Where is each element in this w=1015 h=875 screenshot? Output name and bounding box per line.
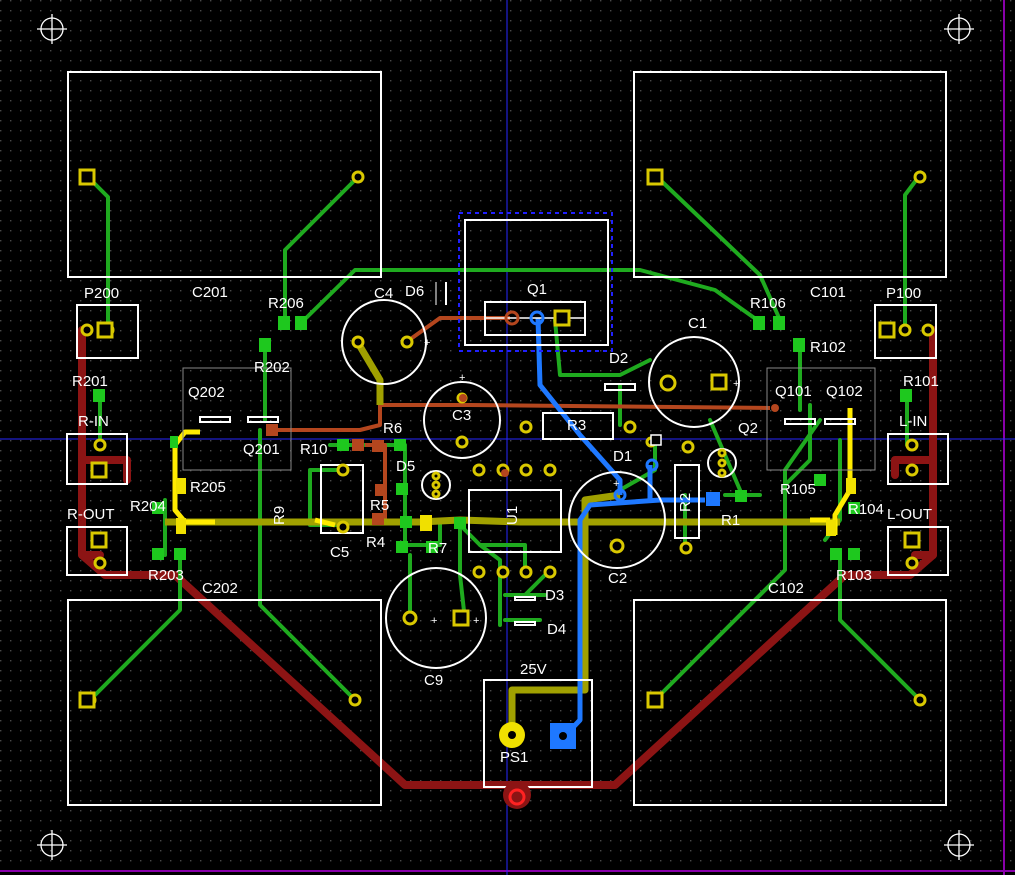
svg-text:+: +	[431, 615, 437, 627]
d1-pad	[645, 458, 659, 472]
mounting-holes	[37, 14, 974, 860]
q101-pin	[771, 404, 779, 412]
large-cap-outlines	[67, 71, 947, 806]
svg-text:+: +	[424, 337, 430, 349]
square-th-pads	[78, 168, 921, 709]
yellow-pads	[176, 478, 856, 536]
svg-text:+: +	[613, 478, 619, 490]
q1-pin-mid	[529, 310, 545, 326]
polarity-markers: + + + + + +	[424, 337, 739, 627]
c2-pad	[613, 488, 627, 502]
q1-pin-left	[504, 310, 520, 326]
u1-pin-orange	[501, 469, 509, 477]
ground-pad-ring	[508, 788, 526, 806]
ground-pad	[503, 781, 531, 809]
transistor-areas	[182, 367, 876, 471]
r1-pad	[706, 492, 720, 506]
q1-footprint	[458, 212, 613, 352]
orange-pads	[266, 424, 387, 525]
ps1-pad-negative-hole	[559, 732, 567, 740]
ps1-pad-positive-hole	[508, 731, 516, 739]
svg-text:+: +	[473, 615, 479, 627]
smd-pads	[93, 316, 912, 560]
svg-text:+: +	[459, 372, 465, 384]
d1-body	[650, 434, 662, 446]
c3-plus-pin	[459, 394, 467, 402]
connector-outlines	[66, 304, 949, 788]
svg-text:+: +	[733, 378, 739, 390]
